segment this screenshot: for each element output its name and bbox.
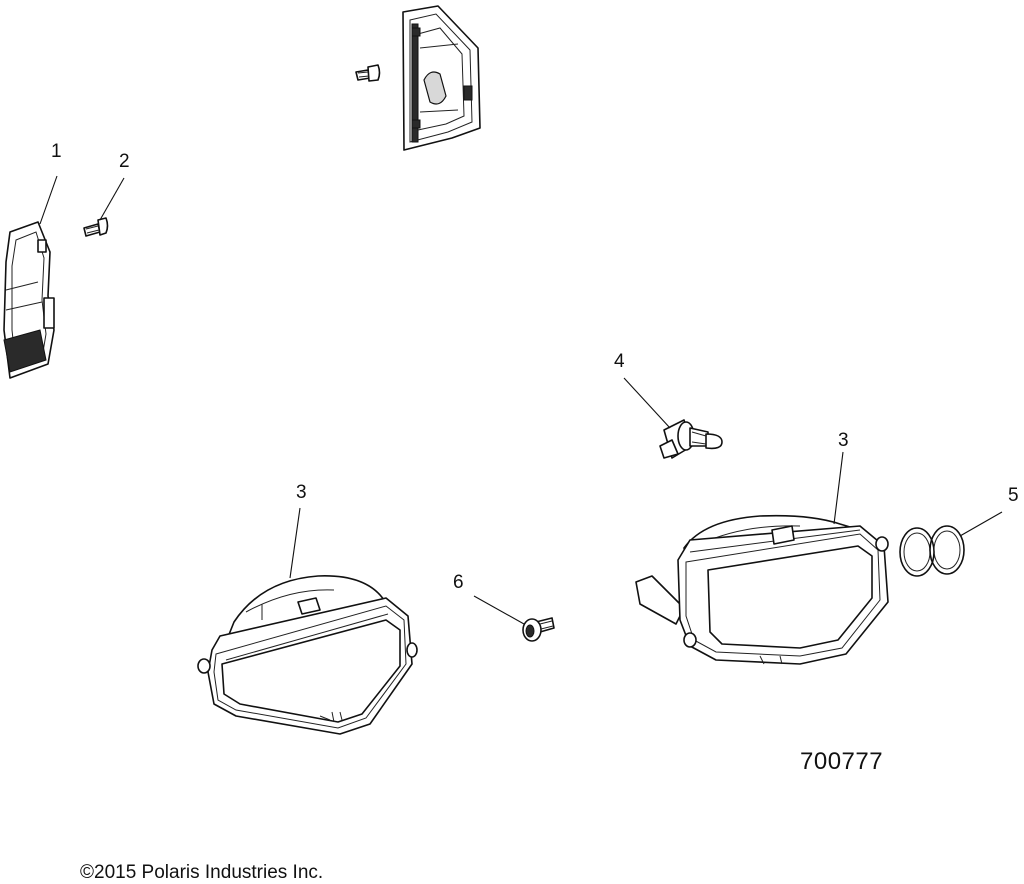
leader-5 — [959, 511, 1003, 537]
callout-6: 6 — [453, 572, 464, 593]
callout-1: 1 — [51, 141, 62, 162]
callout-4: 4 — [614, 351, 625, 372]
leader-6 — [473, 595, 525, 625]
callout-2: 2 — [119, 151, 130, 172]
part-3-headlight-right — [635, 514, 889, 665]
leader-3-right — [833, 451, 844, 525]
part-2-screw — [83, 217, 109, 237]
leader-2 — [99, 177, 125, 221]
part-1-mount-bracket — [3, 221, 55, 379]
leader-lines — [39, 175, 1003, 625]
callout-3-right: 3 — [838, 430, 849, 451]
part-3-headlight-left — [197, 575, 418, 735]
callout-3-left: 3 — [296, 482, 307, 503]
leader-3-left — [289, 507, 301, 579]
top-bracket-screw — [355, 64, 381, 82]
part-6-bolt — [522, 617, 555, 642]
callout-5: 5 — [1008, 485, 1019, 506]
copyright-text: ©2015 Polaris Industries Inc. — [80, 862, 324, 883]
part-4-bulb — [659, 419, 723, 459]
diagram-number: 700777 — [800, 748, 884, 775]
part-5-seal-rings — [899, 525, 965, 577]
leader-1 — [39, 175, 58, 225]
leader-4 — [623, 377, 671, 429]
rear-housing-bracket — [402, 5, 481, 151]
